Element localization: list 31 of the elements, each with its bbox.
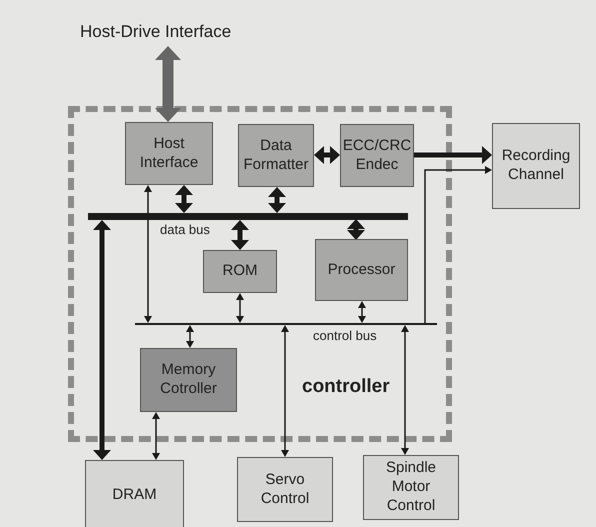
block-box: Host Interface <box>125 122 213 185</box>
bus-arrow <box>268 187 286 213</box>
bus-arrow <box>414 146 492 164</box>
block-box: Servo Control <box>237 457 333 522</box>
bus-arrow <box>175 185 193 213</box>
bus-arrow <box>155 46 181 122</box>
bus-label: data bus <box>160 222 210 237</box>
bus-label: control bus <box>313 328 377 343</box>
block-box: DRAM <box>85 460 184 527</box>
block-box: Data Formatter <box>238 124 314 187</box>
signal-arrow <box>281 325 289 457</box>
controller-label: controller <box>302 376 390 398</box>
bus-arrow <box>231 220 249 250</box>
bus-arrow <box>347 219 365 240</box>
interface-label: Host-Drive Interface <box>80 22 290 46</box>
block-box: ROM <box>203 250 277 293</box>
bus-arrow <box>93 220 111 460</box>
signal-arrow <box>236 293 244 323</box>
signal-arrow <box>424 166 492 323</box>
signal-arrow <box>152 412 160 460</box>
signal-arrow <box>358 301 366 323</box>
signal-arrow <box>401 325 409 455</box>
block-box: Spindle Motor Control <box>363 455 459 520</box>
signal-arrow <box>186 325 194 348</box>
controller-boundary <box>68 106 452 442</box>
signal-arrow <box>144 185 152 323</box>
bus-arrow <box>314 146 340 164</box>
block-box: Recording Channel <box>492 123 580 209</box>
block-box: Processor <box>315 239 408 301</box>
block-box: ECC/CRC Endec <box>340 124 414 187</box>
block-box: Memory Cotroller <box>140 348 237 412</box>
